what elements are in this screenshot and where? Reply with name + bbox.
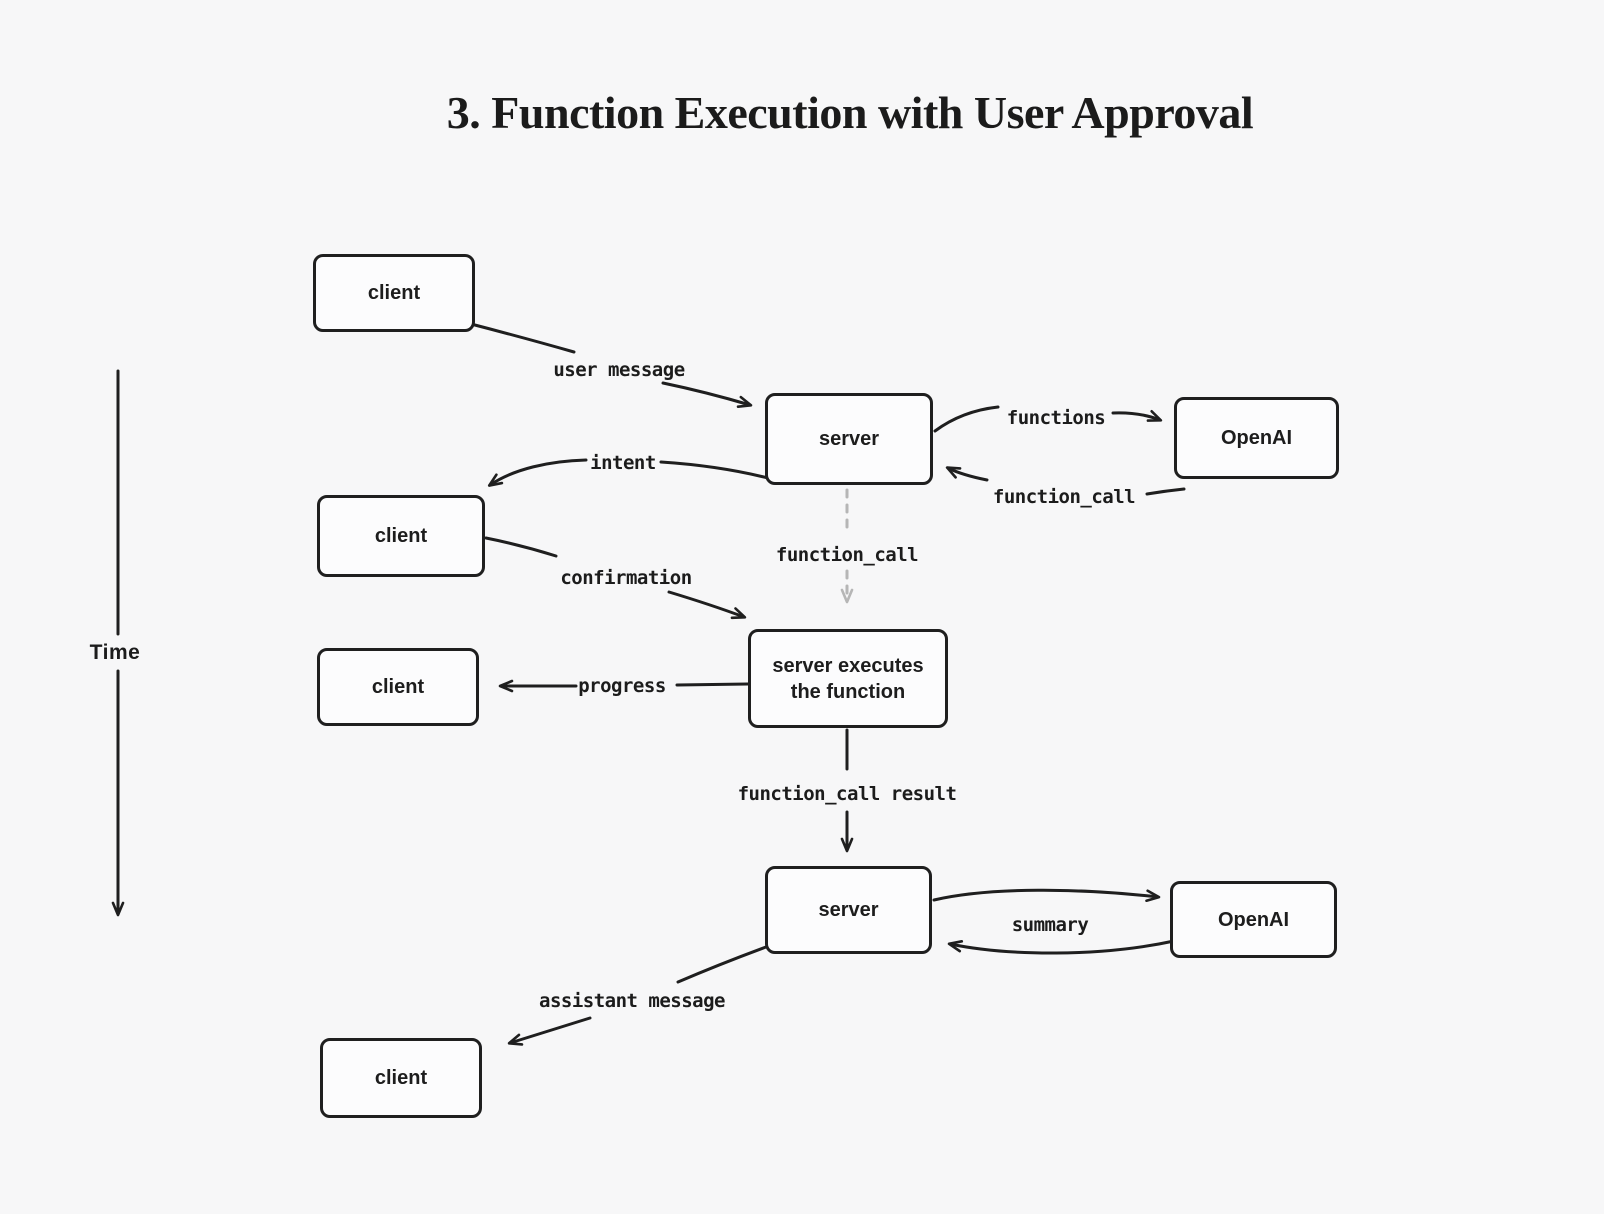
edge-label-confirmation: confirmation [560, 567, 692, 589]
edge-progress-segment-1 [675, 682, 750, 687]
node-client-1: client [313, 254, 475, 332]
edge-function-call-return-segment-1 [1145, 487, 1186, 496]
time-axis-label: Time [89, 641, 141, 664]
edge-label-assistant-message: assistant message [539, 990, 725, 1012]
edge-functions-segment-1 [933, 405, 1000, 433]
edge-label-function-call-return: function_call [992, 486, 1136, 508]
node-server-2: server [765, 866, 932, 954]
edge-summary-back [947, 939, 1176, 955]
edge-label-function-call-result: function_call result [737, 783, 957, 805]
node-server-1: server [765, 393, 933, 485]
edge-user-message-segment-2 [661, 381, 753, 408]
node-client-4: client [320, 1038, 482, 1118]
diagram-title: 3. Function Execution with User Approval [446, 87, 1254, 138]
node-client-2: client [317, 495, 485, 577]
node-server-executes-function: server executes the function [748, 629, 948, 728]
edge-label-functions: functions [1006, 407, 1106, 429]
edge-user-message-segment-1 [469, 322, 576, 354]
edge-confirmation-segment-1 [484, 536, 558, 558]
node-client-3: client [317, 648, 479, 726]
edge-intent-segment-2 [487, 458, 588, 487]
node-openai-1: OpenAI [1174, 397, 1339, 479]
edge-label-function-call-internal: function_call [775, 544, 919, 566]
edge-function-call-return-segment-2 [945, 466, 989, 482]
edge-intent-segment-1 [659, 460, 770, 480]
node-openai-2: OpenAI [1170, 881, 1337, 958]
edge-label-intent: intent [590, 452, 656, 474]
edge-summary-forward [932, 888, 1161, 903]
edge-label-user-message: user message [553, 359, 685, 381]
edge-assistant-message-segment-1 [676, 945, 768, 984]
edge-confirmation-segment-2 [667, 590, 747, 620]
edge-label-summary: summary [1011, 914, 1089, 936]
edge-functions-segment-2 [1111, 409, 1163, 422]
edge-label-progress: progress [578, 675, 666, 697]
edge-assistant-message-segment-2 [507, 1016, 592, 1046]
